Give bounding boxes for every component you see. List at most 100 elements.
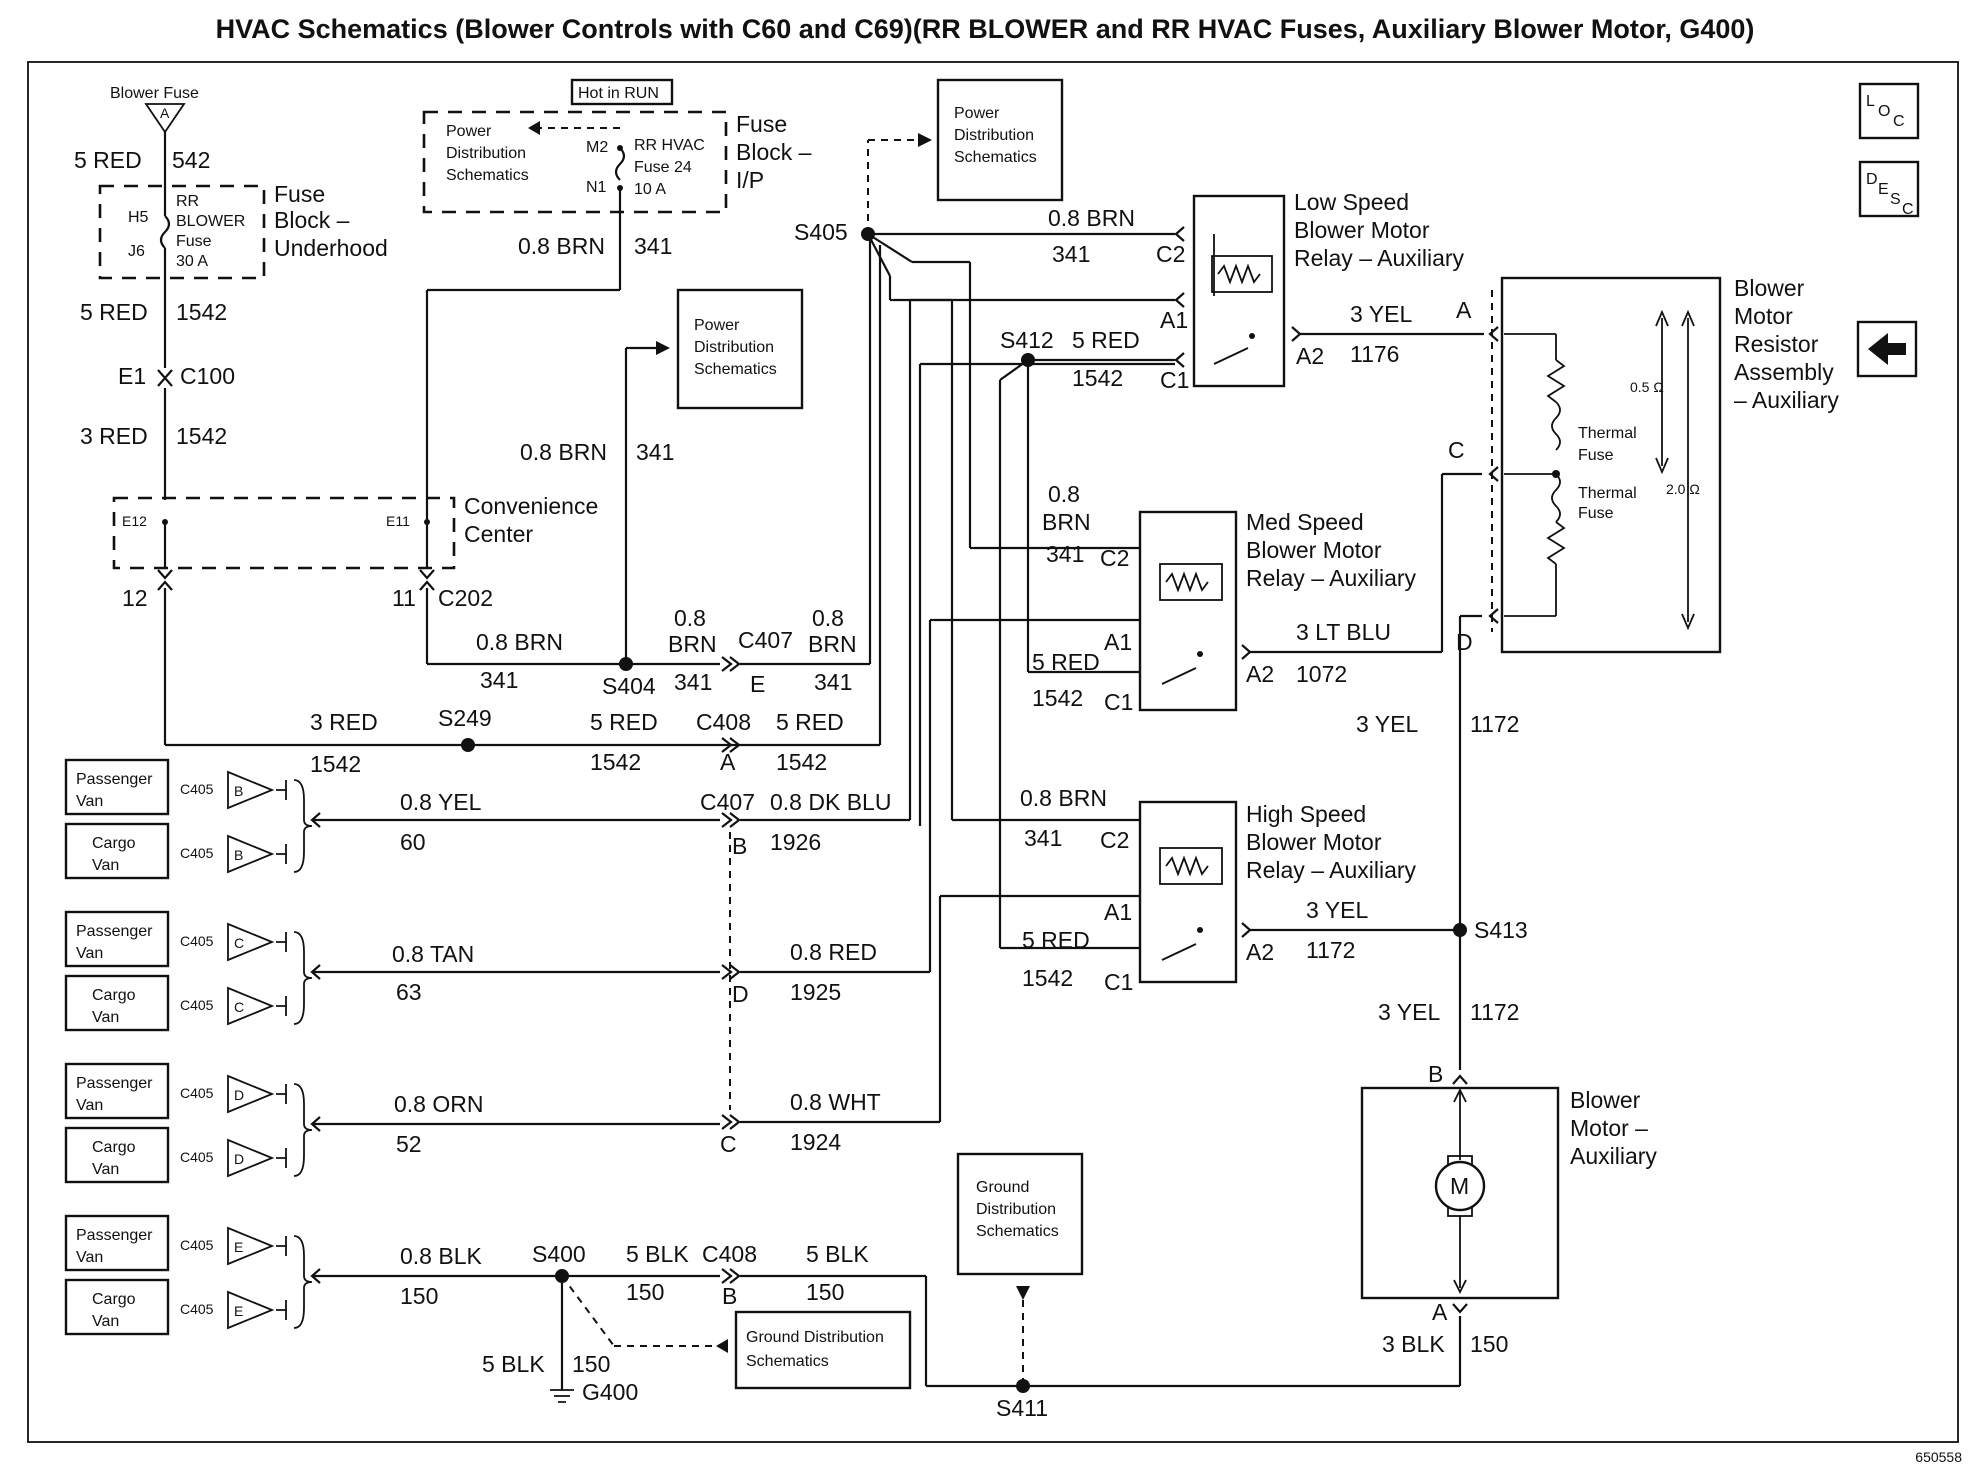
svg-text:5 BLK: 5 BLK <box>806 1241 869 1267</box>
svg-text:BRN: BRN <box>808 631 857 657</box>
svg-text:5 RED: 5 RED <box>80 299 148 325</box>
svg-text:Blower Motor: Blower Motor <box>1246 829 1382 855</box>
svg-text:D: D <box>234 1087 244 1103</box>
blower-motor-resistor-assembly <box>1500 276 1722 654</box>
svg-text:C1: C1 <box>1104 689 1133 715</box>
svg-text:C405: C405 <box>180 997 214 1013</box>
svg-text:M: M <box>1450 1173 1469 1199</box>
svg-text:341: 341 <box>1052 241 1090 267</box>
svg-text:E12: E12 <box>122 513 147 529</box>
svg-text:Motor: Motor <box>1734 303 1793 329</box>
svg-text:1925: 1925 <box>790 979 841 1005</box>
svg-text:Block –: Block – <box>274 207 350 233</box>
med-speed-relay <box>1138 510 1238 712</box>
svg-text:C2: C2 <box>1156 241 1185 267</box>
fuse-icon <box>159 215 171 249</box>
svg-text:C1: C1 <box>1104 969 1133 995</box>
svg-text:C405: C405 <box>180 781 214 797</box>
svg-text:C405: C405 <box>180 1237 214 1253</box>
svg-text:60: 60 <box>400 829 426 855</box>
connector-group-c: Passenger Van Cargo Van C405 C405 C C <box>64 910 322 1032</box>
svg-text:341: 341 <box>814 669 852 695</box>
relay-coil-icon <box>1159 847 1223 885</box>
fuse-block-ip <box>422 110 728 214</box>
svg-text:5 BLK: 5 BLK <box>626 1241 689 1267</box>
svg-text:Cargo: Cargo <box>92 987 136 1004</box>
svg-text:A1: A1 <box>1104 629 1132 655</box>
svg-text:5 RED: 5 RED <box>1032 649 1100 675</box>
svg-text:Fuse: Fuse <box>274 181 325 207</box>
svg-text:RR HVAC: RR HVAC <box>634 137 705 154</box>
blower-fuse-label: Blower Fuse <box>110 85 199 102</box>
svg-text:A1: A1 <box>1160 307 1188 333</box>
svg-text:Blower Motor: Blower Motor <box>1294 217 1430 243</box>
svg-text:C100: C100 <box>180 363 235 389</box>
schematic-frame <box>27 61 1959 1443</box>
power-distribution-box <box>676 288 804 410</box>
svg-text:C202: C202 <box>438 585 493 611</box>
svg-text:Schematics: Schematics <box>694 361 777 378</box>
svg-text:150: 150 <box>1470 1331 1508 1357</box>
svg-text:Fuse: Fuse <box>736 111 787 137</box>
svg-text:5 RED: 5 RED <box>1072 327 1140 353</box>
svg-text:C: C <box>234 935 244 951</box>
svg-text:B: B <box>722 1283 737 1309</box>
svg-text:Resistor: Resistor <box>1734 331 1819 357</box>
relay-coil-icon <box>1211 255 1273 293</box>
svg-text:3 YEL: 3 YEL <box>1378 999 1440 1025</box>
svg-text:150: 150 <box>400 1283 438 1309</box>
svg-text:C408: C408 <box>702 1241 757 1267</box>
wire-number: 542 <box>172 147 210 173</box>
back-arrow-button[interactable] <box>1856 320 1918 378</box>
svg-text:Thermal: Thermal <box>1578 425 1637 442</box>
svg-text:S400: S400 <box>532 1241 586 1267</box>
svg-text:E: E <box>234 1239 243 1255</box>
svg-text:0.8 ORN: 0.8 ORN <box>394 1091 483 1117</box>
svg-text:C1: C1 <box>1160 367 1189 393</box>
svg-text:Passenger: Passenger <box>76 771 153 788</box>
loc-button[interactable]: LOC <box>1858 82 1920 140</box>
svg-text:341: 341 <box>1024 825 1062 851</box>
svg-text:2.0 Ω: 2.0 Ω <box>1666 481 1700 497</box>
svg-text:0.8 BRN: 0.8 BRN <box>520 439 607 465</box>
svg-text:Fuse: Fuse <box>1578 505 1614 522</box>
svg-text:Distribution: Distribution <box>446 145 526 162</box>
svg-text:1072: 1072 <box>1296 661 1347 687</box>
svg-text:1926: 1926 <box>770 829 821 855</box>
svg-text:Auxiliary: Auxiliary <box>1570 1143 1657 1169</box>
svg-text:– Auxiliary: – Auxiliary <box>1734 387 1839 413</box>
splice-s413 <box>1453 923 1467 937</box>
connector-group-e: Passenger Van Cargo Van C405 C405 E E <box>64 1214 322 1336</box>
svg-text:1924: 1924 <box>790 1129 841 1155</box>
ground-distribution-box <box>734 1310 912 1390</box>
svg-text:A: A <box>720 749 736 775</box>
svg-text:Power: Power <box>446 123 492 140</box>
svg-text:1542: 1542 <box>1072 365 1123 391</box>
svg-text:0.8 BRN: 0.8 BRN <box>476 629 563 655</box>
resistor-icon <box>1546 359 1566 403</box>
svg-text:E1: E1 <box>118 363 146 389</box>
svg-text:0.8 BLK: 0.8 BLK <box>400 1243 482 1269</box>
svg-text:Van: Van <box>92 1009 119 1026</box>
svg-text:5 RED: 5 RED <box>590 709 658 735</box>
svg-text:Relay – Auxiliary: Relay – Auxiliary <box>1246 857 1417 883</box>
svg-text:High Speed: High Speed <box>1246 801 1366 827</box>
svg-text:1172: 1172 <box>1306 937 1355 963</box>
svg-text:C2: C2 <box>1100 545 1129 571</box>
svg-text:Van: Van <box>92 1313 119 1330</box>
svg-text:A2: A2 <box>1246 939 1274 965</box>
svg-text:O: O <box>1878 103 1890 120</box>
svg-text:11: 11 <box>392 585 416 611</box>
svg-text:341: 341 <box>480 667 518 693</box>
svg-text:B: B <box>234 847 243 863</box>
svg-text:C: C <box>234 999 244 1015</box>
svg-text:Hot in RUN: Hot in RUN <box>578 85 659 102</box>
svg-text:52: 52 <box>396 1131 422 1157</box>
svg-text:3 BLK: 3 BLK <box>1382 1331 1445 1357</box>
svg-text:Fuse 24: Fuse 24 <box>634 159 692 176</box>
svg-text:Thermal: Thermal <box>1578 485 1637 502</box>
svg-text:L: L <box>1866 93 1875 110</box>
svg-text:Underhood: Underhood <box>274 235 388 261</box>
svg-text:Cargo: Cargo <box>92 1139 136 1156</box>
